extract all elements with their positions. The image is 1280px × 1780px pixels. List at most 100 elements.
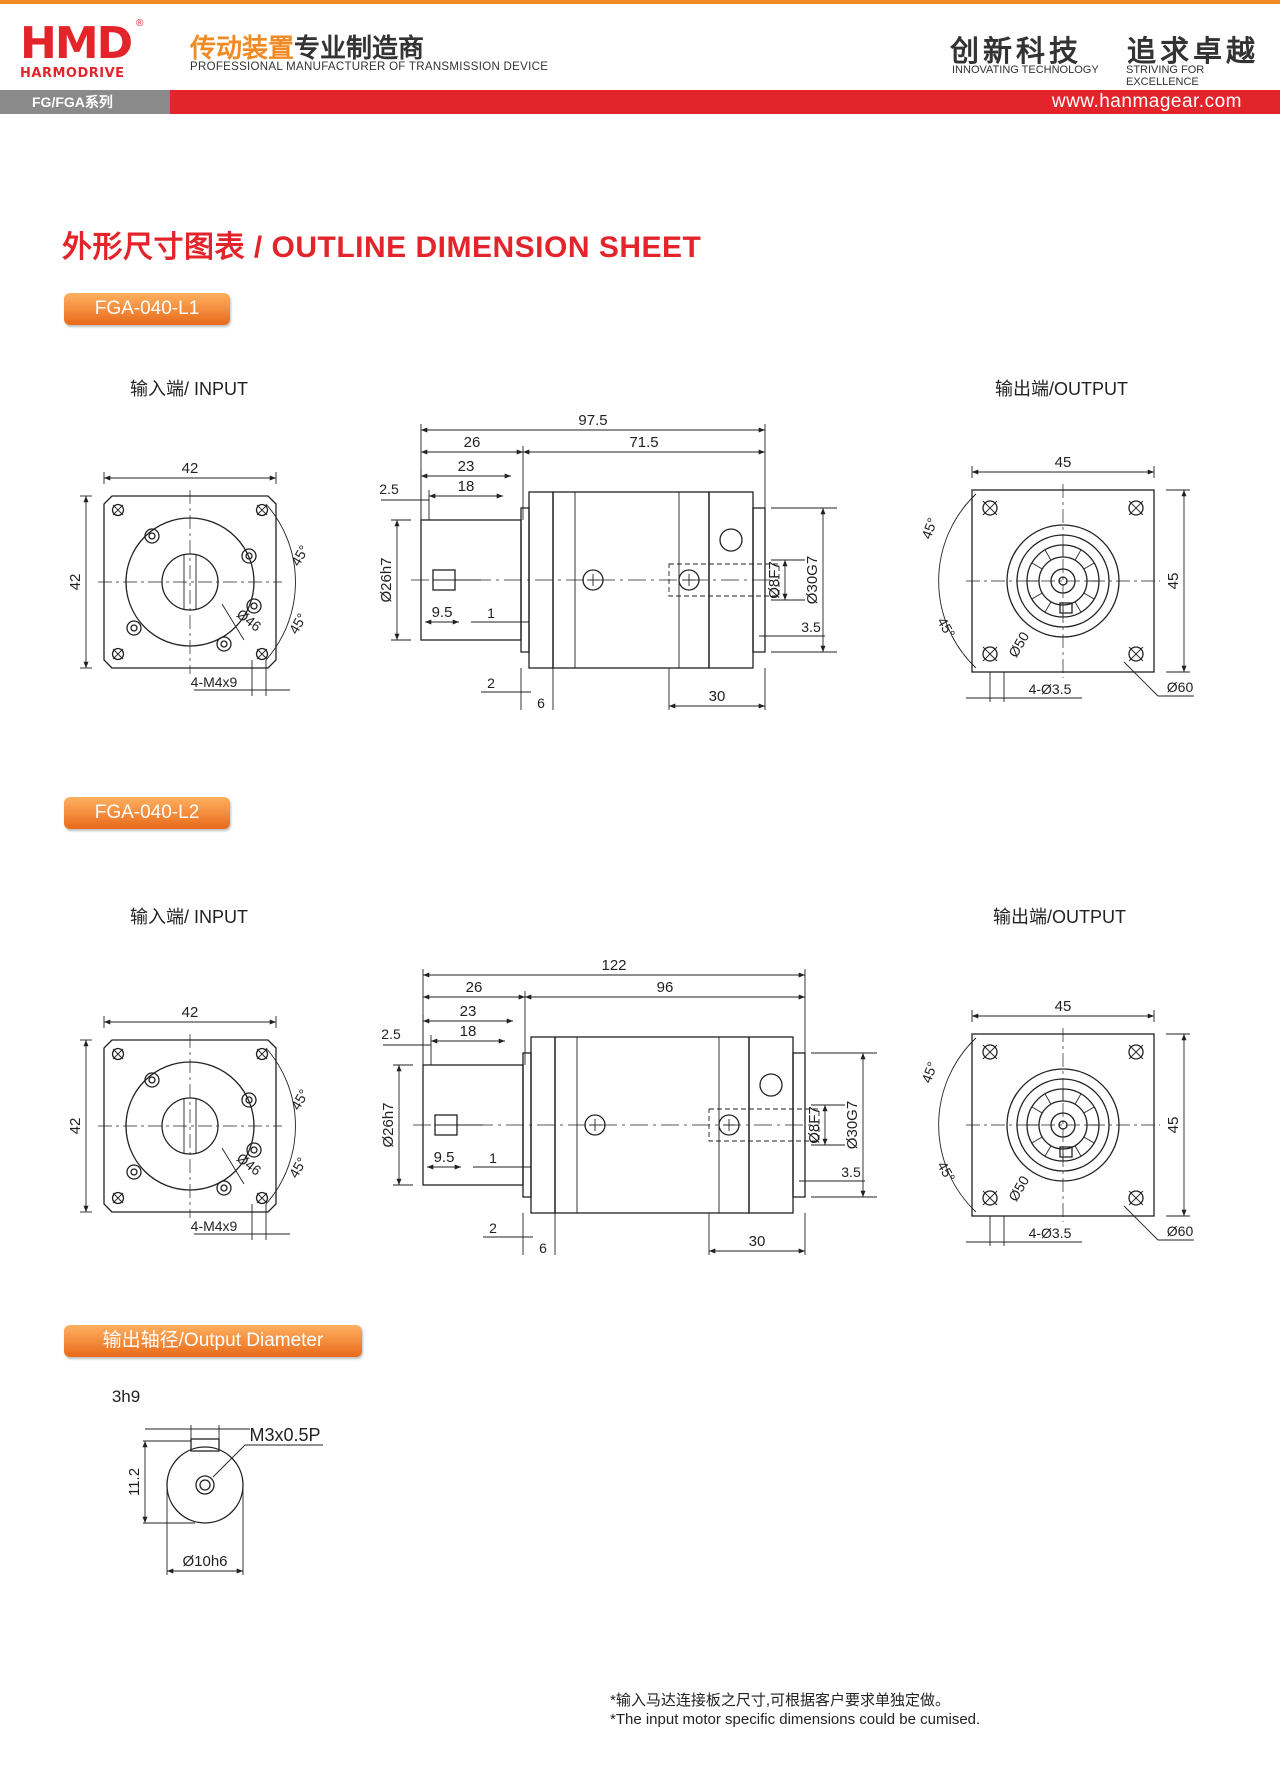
slogan-2-en: STRIVING FOR EXCELLENCE (1126, 64, 1205, 88)
output-pilot-circle (1006, 524, 1120, 638)
j-label: 6 (537, 695, 545, 711)
bolt-hole-inner (245, 552, 253, 560)
output-label-l2: 输出端/OUTPUT (993, 907, 1126, 927)
j-label: 6 (539, 1240, 547, 1256)
output-key (1059, 1146, 1073, 1158)
header-bar: FG/FGA系列 www.hanmagear.com (0, 90, 1280, 114)
spline-tooth (1031, 562, 1043, 570)
bolt-hole-inner (148, 532, 156, 540)
spline-tooth (1074, 601, 1082, 613)
angle1-label: 45° (287, 1086, 311, 1112)
mounting-hole-cross (982, 1044, 998, 1060)
mounting-hole-cross (982, 1190, 998, 1206)
mounting-hole-cross (1128, 1044, 1144, 1060)
spline-tooth (1031, 1136, 1043, 1144)
mounting-hole-cross (1128, 646, 1144, 662)
bore-label: Ø50 (1005, 1173, 1032, 1204)
dim-g-label: 9.5 (434, 1149, 455, 1166)
dia-label: Ø60 (1167, 1223, 1194, 1239)
dim-c-label: 23 (458, 458, 475, 475)
bolt-hole (246, 1142, 262, 1158)
model-badge-l1: FGA-040-L1 (64, 293, 230, 325)
bore-label: Ø50 (1005, 629, 1032, 660)
angle2-label: 45° (934, 1158, 958, 1184)
e-label: 2.5 (381, 1026, 401, 1042)
dim-c-label: 23 (460, 1003, 477, 1020)
angle1-label: 45° (918, 1060, 940, 1085)
corner-screw-cross (112, 648, 124, 660)
corner-screw-cross (112, 1048, 124, 1060)
bolt-hole-inner (250, 1146, 258, 1154)
angle2-label: 45° (934, 614, 958, 640)
input-flange-outline (103, 495, 277, 669)
holes-label: 4-Ø3.5 (1029, 1225, 1072, 1241)
output-key (1059, 602, 1073, 614)
mounting-hole-cross (1128, 1190, 1144, 1206)
input-label-l1: 输入端/ INPUT (130, 379, 249, 399)
corner-screw-cross (256, 1048, 268, 1060)
angle2-label: 45° (285, 610, 309, 636)
footnote-cn: *输入马达连接板之尺寸,可根据客户要求单独定做。 (610, 1692, 951, 1709)
bolt-hole (216, 1180, 232, 1196)
corner-screw-hole (255, 647, 269, 661)
shaft-key (190, 1438, 220, 1452)
e-label: 2.5 (379, 481, 399, 497)
bolt-hole-inner (130, 1168, 138, 1176)
output-ring (1016, 1078, 1110, 1172)
spline-tooth (1083, 1106, 1095, 1114)
dim-input-width-label: 42 (182, 1004, 199, 1021)
tagline-cn: 传动装置专业制造商 (190, 28, 424, 65)
series-label: FG/FGA系列 (0, 90, 170, 114)
h-label: 1 (489, 1150, 497, 1166)
corner-screw-hole (255, 1191, 269, 1205)
bolt-hole (216, 636, 232, 652)
n-label: 3.5 (801, 619, 821, 635)
corner-screw-cross (112, 1192, 124, 1204)
dim-total-length-label: 122 (601, 957, 626, 974)
corner-screw-cross (112, 504, 124, 516)
spline-tooth (1044, 601, 1052, 613)
slogan-2-cn: 追求卓越 (1127, 34, 1260, 68)
dim-k-label: 30 (749, 1233, 766, 1250)
dim-output-width-label: 45 (1055, 454, 1072, 471)
holes-label: 4-Ø3.5 (1029, 681, 1072, 697)
dim-total-length-label: 97.5 (578, 412, 607, 429)
dim-a-label: 26 (464, 434, 481, 451)
output-pilot-circle (1006, 1068, 1120, 1182)
top-accent-line (0, 0, 1280, 4)
output-diameter-badge: 输出轴径/Output Diameter (64, 1325, 362, 1357)
footnote: *输入马达连接板之尺寸,可根据客户要求单独定做。 *The input moto… (610, 1691, 980, 1729)
dim-output-height-label: 45 (1165, 573, 1182, 590)
output-hole (719, 528, 743, 552)
thread-hole-outer (195, 1475, 215, 1495)
mounting-hole-cross (1128, 500, 1144, 516)
dim-b-label: 71.5 (629, 434, 658, 451)
n-label: 3.5 (841, 1164, 861, 1180)
bolt-hole-inner (220, 1184, 228, 1192)
bolt-hole (126, 620, 142, 636)
dim-l-label: Ø8F7 (806, 1106, 823, 1144)
spline-tooth (1044, 1093, 1052, 1105)
dim-f-label: Ø26h7 (380, 1102, 397, 1147)
leader-line (221, 603, 245, 641)
website-link[interactable]: www.hanmagear.com (1051, 91, 1242, 112)
corner-screw-hole (111, 1047, 125, 1061)
bolt-hole (144, 528, 160, 544)
leader-line (1123, 1205, 1159, 1241)
thread-hole-inner (199, 1479, 211, 1491)
brand-logo: HMD HARMODRIVE ® (20, 18, 150, 82)
slogan-1-en: INNOVATING TECHNOLOGY (952, 64, 1099, 76)
dim-input-height-label: 42 (67, 1118, 84, 1135)
h-label: 1 (487, 605, 495, 621)
dim-k-label: 30 (709, 688, 726, 705)
spline-tooth (1083, 1136, 1095, 1144)
output-center (1058, 576, 1068, 586)
tagline-cn-a: 传动装置 (190, 33, 295, 63)
output-hole (759, 1073, 783, 1097)
corner-screw-cross (256, 504, 268, 516)
dim-g-label: 9.5 (432, 604, 453, 621)
angle1-label: 45° (918, 516, 940, 541)
output-shaft-circle (1050, 1112, 1076, 1138)
